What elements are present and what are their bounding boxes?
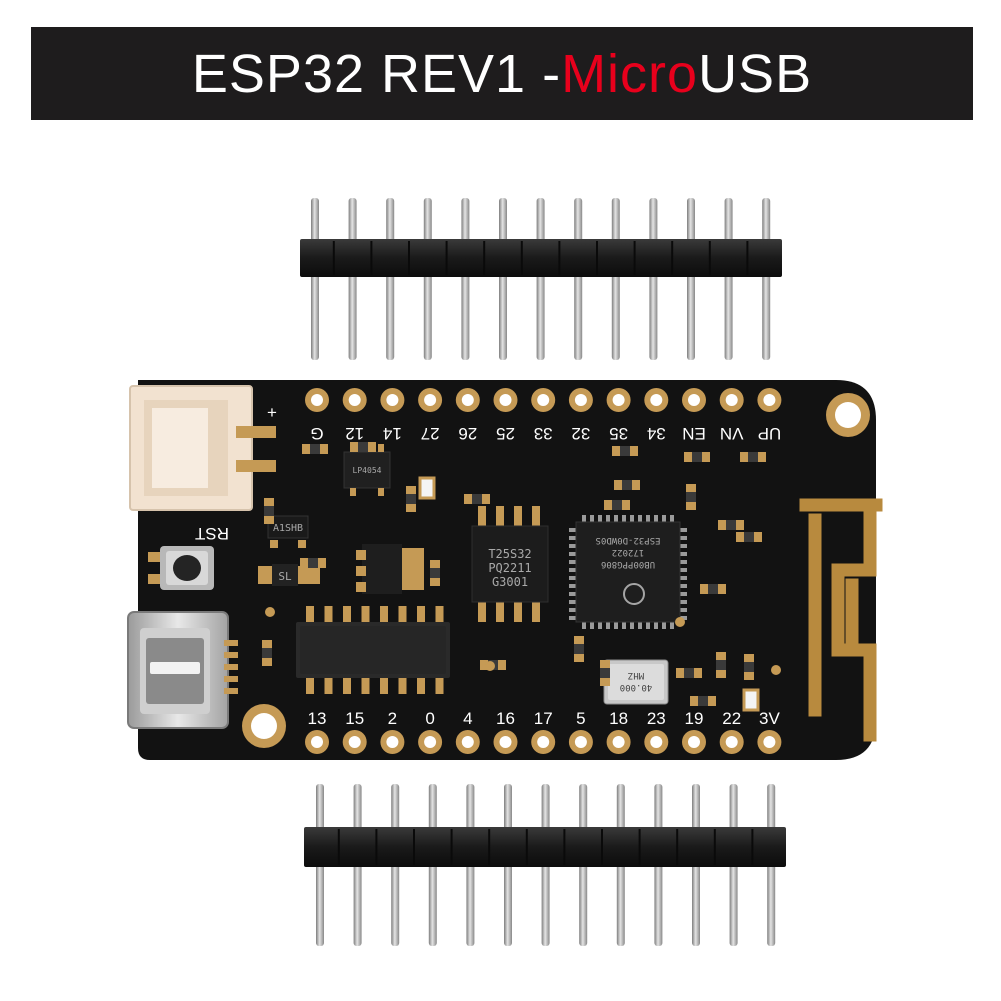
top-header-segments <box>332 241 749 275</box>
top-pin-labels: G 12 14 27 26 25 33 32 35 34 EN VN UP <box>310 424 781 443</box>
flash-label-1: T25S32 <box>488 547 531 561</box>
plus-label: + <box>267 403 277 422</box>
top-pin-label: 27 <box>421 424 440 443</box>
passive-components <box>262 442 766 706</box>
bottom-header-body <box>304 827 786 867</box>
bottom-pin-header <box>304 784 786 946</box>
diode: SL <box>258 564 320 586</box>
bottom-pin-label: 17 <box>534 709 553 728</box>
bottom-header-segments <box>337 829 754 865</box>
top-pin-label: 35 <box>609 424 628 443</box>
bottom-pin-label: 3V <box>759 709 780 728</box>
top-pin-label: VN <box>720 424 744 443</box>
top-pin-label: 25 <box>496 424 515 443</box>
usb-serial-chip <box>296 606 450 694</box>
header-pin <box>423 198 432 360</box>
mounting-hole-top-right <box>826 393 870 437</box>
status-led <box>742 688 760 712</box>
top-pin-label: 14 <box>383 424 402 443</box>
pcb-antenna <box>799 498 883 742</box>
crystal-label-2: MHZ <box>627 670 644 680</box>
header-pin <box>311 198 319 360</box>
charger-ic-label: LP4054 <box>353 466 382 475</box>
voltage-regulator: A1SHB <box>267 515 309 548</box>
espressif-logo-icon <box>623 583 645 605</box>
reset-button <box>148 546 214 590</box>
header-pin <box>536 198 545 360</box>
bottom-pin-label: 22 <box>722 709 741 728</box>
bottom-pin-label: 15 <box>345 709 364 728</box>
bottom-pin-label: 16 <box>496 709 515 728</box>
sot-component <box>356 544 424 594</box>
top-pin-pads <box>305 388 782 412</box>
title-text-part1: ESP32 REV1 - <box>191 43 562 104</box>
top-pin-label: G <box>310 424 323 443</box>
header-pin <box>574 198 583 360</box>
top-pin-label: 12 <box>345 424 364 443</box>
header-pin <box>499 198 507 360</box>
top-pin-label: 26 <box>458 424 477 443</box>
header-pin <box>611 198 620 360</box>
top-pin-header <box>300 198 782 360</box>
header-pin <box>649 198 658 360</box>
top-header-body <box>300 239 782 277</box>
mounting-hole-bottom-left <box>242 704 286 748</box>
top-header-pins <box>311 198 771 360</box>
header-pin <box>724 198 733 360</box>
top-pin-label: UP <box>758 424 782 443</box>
title-banner: ESP32 REV1 - Micro USB <box>31 27 973 120</box>
esp32-board: G 12 14 27 26 25 33 32 35 34 EN VN UP 13 15 2 0 4 16 17 5 18… <box>127 380 883 760</box>
bottom-pin-label: 2 <box>388 709 397 728</box>
diode-label: SL <box>278 570 292 583</box>
bottom-pin-label: 13 <box>308 709 327 728</box>
crystal-oscillator: 40.000 MHZ <box>603 659 669 705</box>
bottom-pin-labels: 13 15 2 0 4 16 17 5 18 23 19 22 3V <box>308 709 781 728</box>
bottom-pin-label: 0 <box>425 709 434 728</box>
battery-connector <box>129 385 276 511</box>
flash-chip: T25S32 PQ2211 G3001 <box>471 506 549 622</box>
esp-label-2: 172022 <box>612 547 645 557</box>
esp-label-3: ESP32-D0WD0S <box>595 535 660 545</box>
header-pin <box>348 198 357 360</box>
micro-usb-connector <box>127 611 238 729</box>
top-pin-label: EN <box>682 424 706 443</box>
header-pin <box>386 198 395 360</box>
header-pin <box>461 198 470 360</box>
flash-label-3: G3001 <box>492 575 528 589</box>
charger-ic: LP4054 <box>343 444 391 496</box>
bottom-pin-label: 18 <box>609 709 628 728</box>
flash-label-2: PQ2211 <box>488 561 531 575</box>
regulator-label: A1SHB <box>273 523 303 534</box>
bottom-pin-label: 4 <box>463 709 472 728</box>
header-pin <box>762 198 771 360</box>
top-pin-label: 34 <box>647 424 666 443</box>
bottom-pin-label: 23 <box>647 709 666 728</box>
bottom-pin-label: 19 <box>685 709 704 728</box>
header-pin <box>687 198 695 360</box>
bottom-pin-label: 5 <box>576 709 585 728</box>
esp-label-1: UB00PPG806 <box>601 559 655 569</box>
top-pin-label: 33 <box>534 424 553 443</box>
top-pin-label: 32 <box>571 424 590 443</box>
bottom-pin-pads <box>305 730 782 754</box>
rst-label: RST <box>195 524 229 543</box>
title-text-part2: Micro <box>561 43 699 104</box>
crystal-label-1: 40.000 <box>620 682 653 692</box>
title-text-part3: USB <box>698 43 813 104</box>
test-points <box>265 607 781 675</box>
esp32-chip: UB00PPG806 172022 ESP32-D0WD0S <box>569 515 687 629</box>
power-led <box>418 476 436 500</box>
